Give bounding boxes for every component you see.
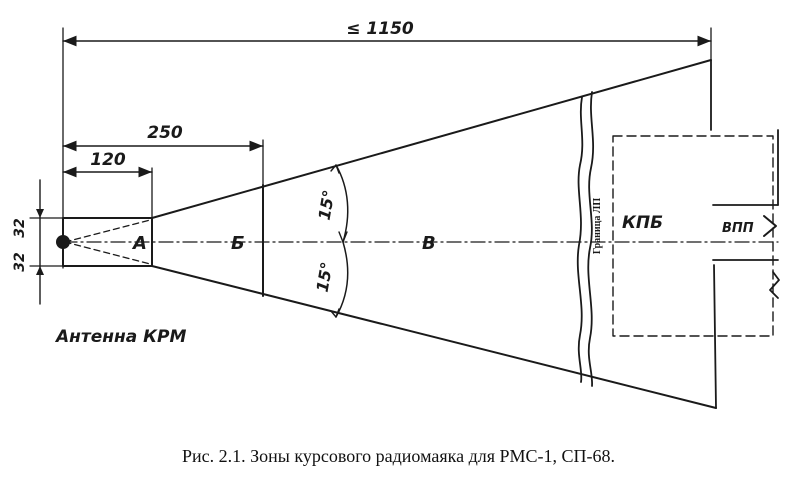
dimension-label-half-lower: 32 [12, 252, 28, 271]
angle-arrow-upper [330, 164, 340, 174]
zone-label-b: Б [231, 233, 245, 254]
runway-break-mark [763, 215, 777, 237]
angle-arrow-center [338, 231, 348, 243]
zone-label-a: А [131, 233, 147, 254]
airfield-boundary-line-right [587, 91, 594, 387]
sector-edge-upper [151, 59, 712, 219]
arrowhead-bottom [36, 266, 44, 275]
arrowhead-top [36, 209, 44, 218]
dimension-label-half-upper: 32 [12, 218, 28, 237]
antenna-ray-lower [64, 241, 151, 265]
antenna-label: Антенна КРМ [54, 327, 187, 347]
kpb-label: КПБ [622, 213, 663, 233]
angle-label-upper: 15° [315, 188, 339, 221]
antenna-dot [56, 235, 70, 249]
beacon-zones-diagram: ≤ 1150 250 120 32 32 15° 15° А Б В Антен… [12, 19, 780, 409]
airfield-boundary-line-left [576, 96, 584, 383]
antenna-ray-upper [64, 219, 151, 243]
zone-label-v: В [422, 233, 436, 254]
kpb-rect [612, 135, 774, 337]
angle-arc-upper [335, 164, 349, 243]
angle-label-lower: 15° [313, 260, 337, 293]
angle-arc-lower [335, 241, 349, 318]
dimension-label-total: ≤ 1150 [346, 19, 414, 39]
runway-break-lower [769, 271, 780, 299]
vpp-label: ВПП [722, 221, 754, 236]
sector-edge-lower [151, 265, 717, 409]
dimension-label-250: 250 [147, 123, 183, 143]
angle-arrow-lower [330, 308, 340, 318]
figure-caption: Рис. 2.1. Зоны курсового радиомаяка для … [181, 446, 616, 466]
sector-end-line-lower [713, 264, 717, 409]
airfield-boundary-label: Граница ЛП [592, 198, 603, 255]
dimension-label-120: 120 [90, 150, 126, 170]
